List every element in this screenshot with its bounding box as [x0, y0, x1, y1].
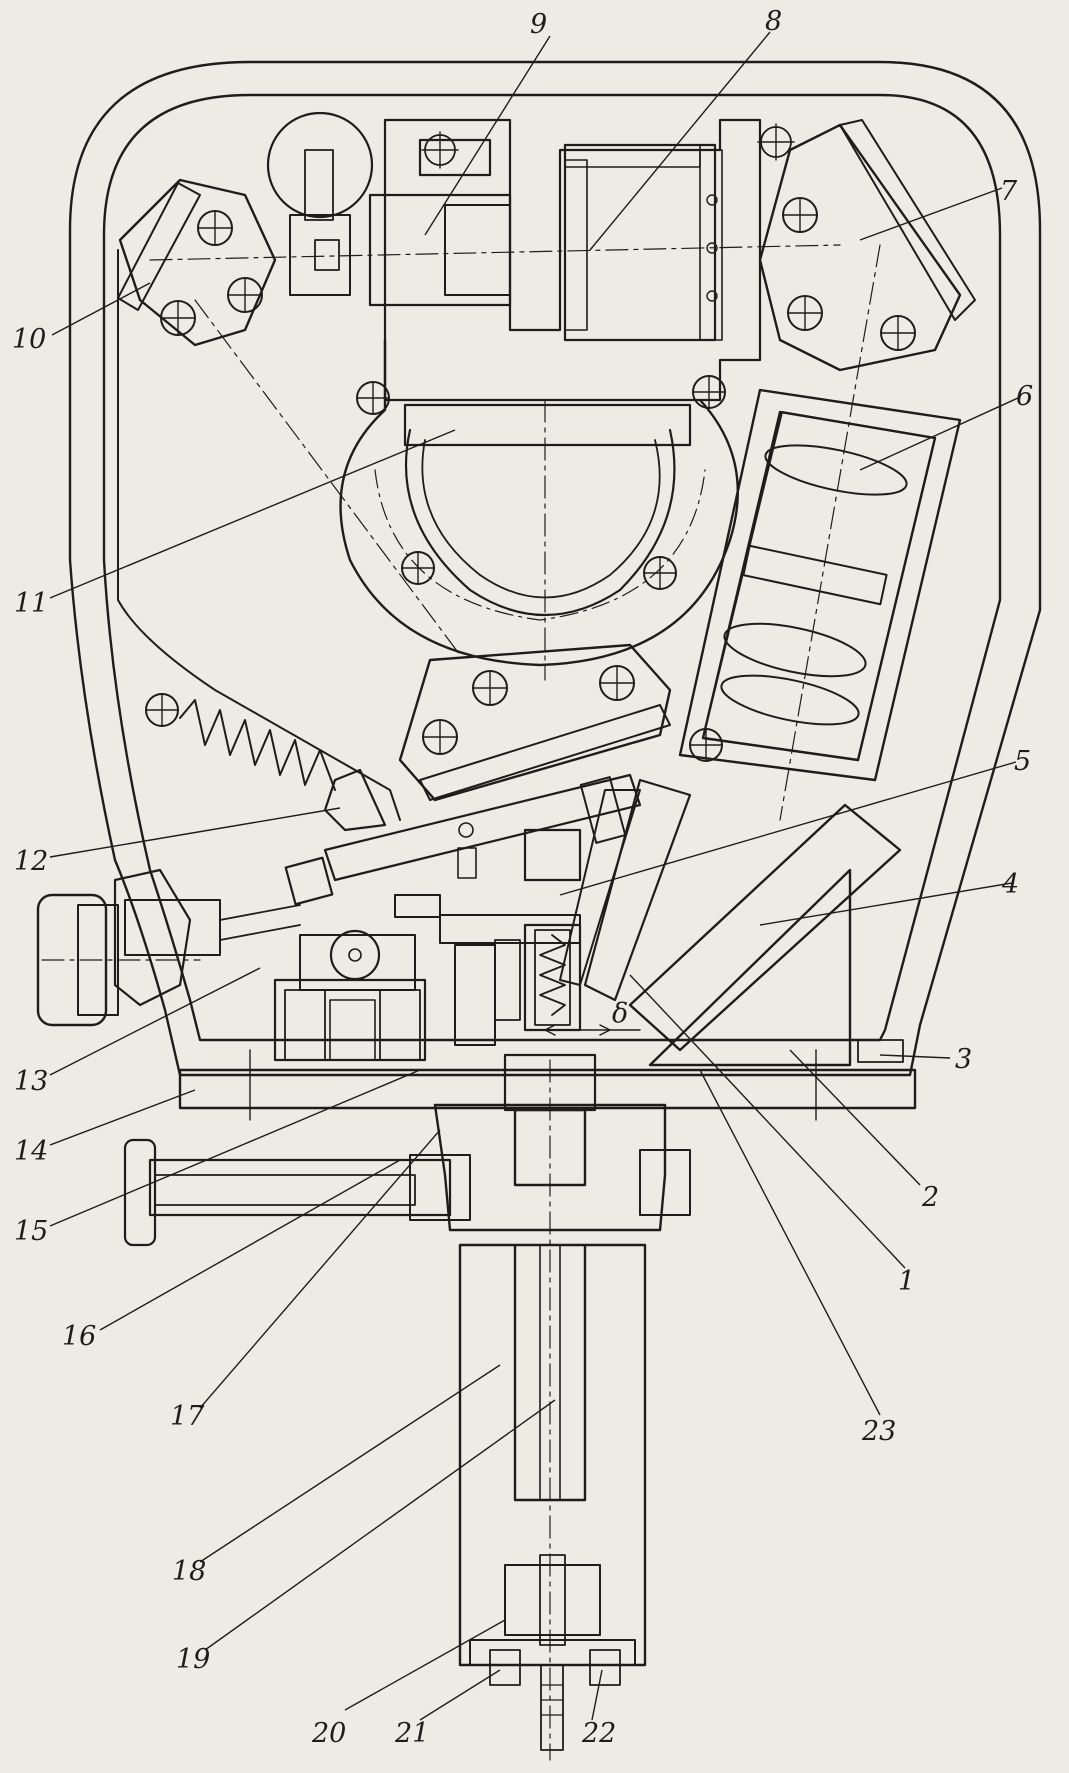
spring-lever: [145, 693, 642, 906]
spring-12: [179, 699, 336, 791]
housing: [68, 60, 1042, 1077]
callout-5: 5: [1014, 746, 1031, 777]
head-block-body: [383, 118, 762, 402]
callout-18: 18: [172, 1556, 206, 1587]
base-plate-body: [178, 1068, 917, 1110]
leader-lines: [49, 31, 1019, 1721]
roller-gear: [329, 929, 381, 981]
callout-3: 3: [955, 1044, 972, 1075]
callout-7: 7: [1000, 176, 1018, 207]
callout-2: 2: [921, 1182, 939, 1213]
screw-15-16: [148, 1158, 452, 1217]
center-lines: [41, 244, 881, 1761]
prism-4-base: [648, 868, 852, 1067]
prism-4: [628, 803, 904, 1067]
knob-13: [36, 868, 301, 1027]
callout-14: 14: [14, 1136, 48, 1167]
callout-13: 13: [14, 1066, 48, 1097]
callout-21: 21: [394, 1718, 429, 1749]
lower-prism-mount: [398, 643, 672, 802]
spring-plunger: [539, 934, 566, 1016]
ring-11: [339, 338, 740, 667]
callout-10: 10: [12, 324, 46, 355]
callout-20: 20: [311, 1718, 346, 1749]
callout-numbers: 9 8 7 6 5 4 3 2 1 23 10 11 12 13 14 15 1…: [12, 6, 1033, 1749]
callout-16: 16: [62, 1321, 96, 1352]
lever-arm: [323, 773, 642, 882]
callout-11: 11: [14, 588, 48, 619]
callout-17: 17: [170, 1401, 205, 1432]
top-adjuster: [266, 111, 374, 296]
lens-tube-body: [678, 388, 962, 782]
prism-10-mount: [118, 178, 277, 347]
prism-4-glass: [628, 803, 902, 1052]
callout-8: 8: [765, 6, 782, 37]
knob-13-grip: [36, 893, 108, 1027]
callout-4: 4: [1001, 869, 1019, 900]
prism-7: [758, 119, 976, 372]
base-plate: [178, 1049, 917, 1121]
frame-plate: [117, 249, 401, 821]
adjuster-disc: [266, 111, 374, 219]
callout-6: 6: [1016, 381, 1033, 412]
callout-12: 12: [14, 846, 48, 877]
ring-outer: [339, 338, 740, 667]
column-shaft: [458, 1243, 647, 1667]
prism-7-mount: [758, 123, 962, 372]
plunger-housing: [523, 828, 582, 882]
prism-10: [117, 178, 277, 347]
gap-label: δ: [612, 998, 628, 1029]
lens-tube-6: [678, 388, 962, 782]
central-mechanism: δ: [273, 778, 692, 1062]
callout-9: 9: [530, 9, 547, 40]
callout-22: 22: [581, 1718, 616, 1749]
callout-1: 1: [898, 1266, 915, 1297]
callout-15: 15: [14, 1216, 48, 1247]
head-block: [368, 118, 795, 402]
callout-23: 23: [861, 1416, 896, 1447]
callout-19: 19: [176, 1644, 210, 1675]
housing-wall: [68, 60, 1042, 1077]
ring-top-block: [403, 403, 692, 447]
